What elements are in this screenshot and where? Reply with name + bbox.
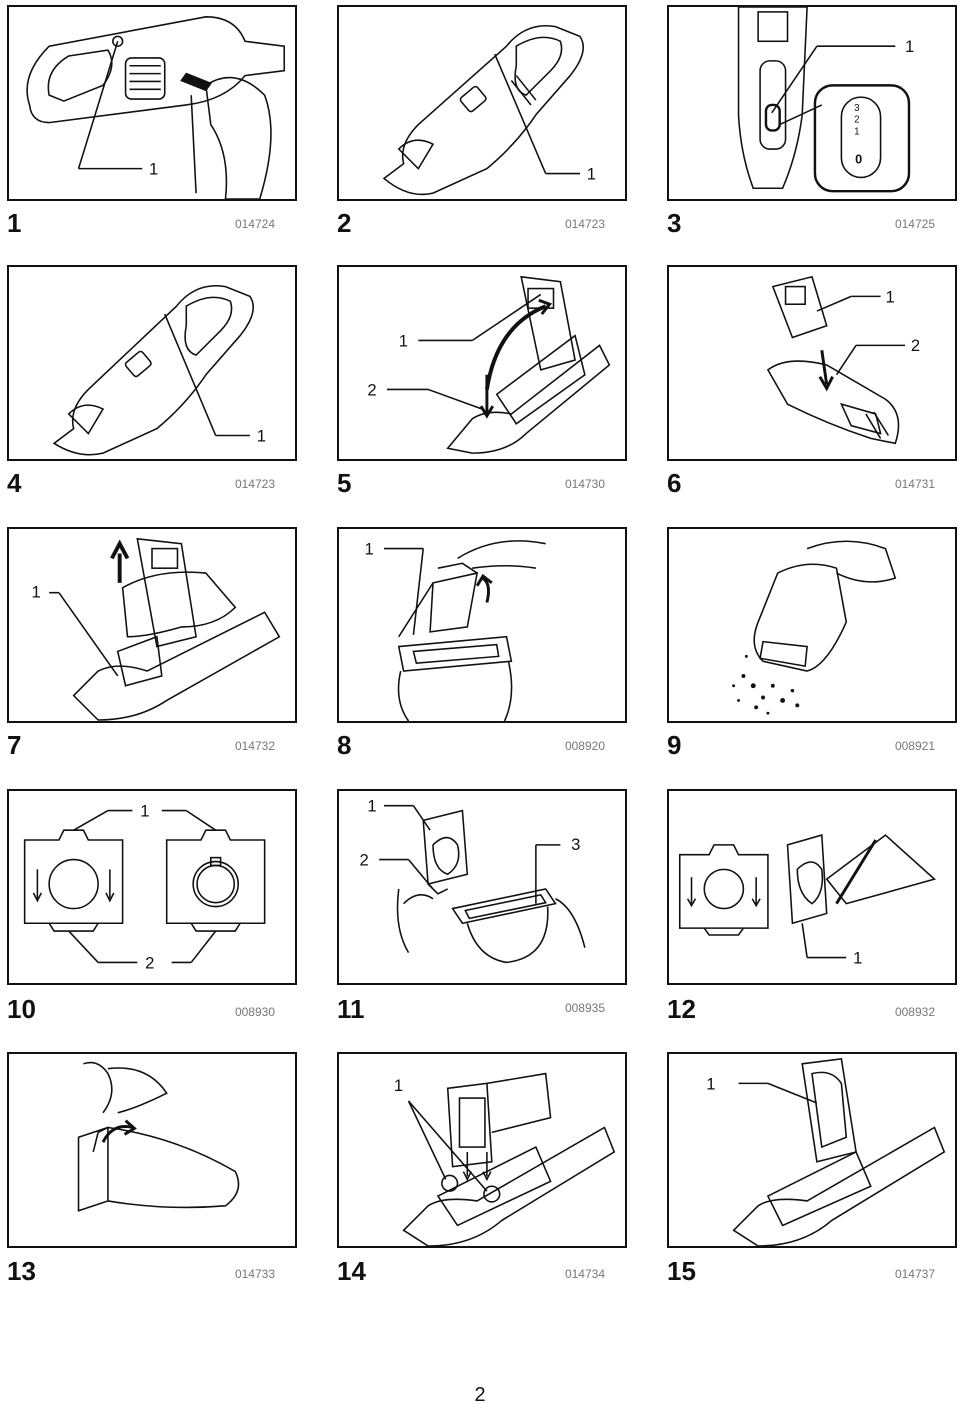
figure-6-callout-2: 2 bbox=[911, 336, 920, 355]
figure-13-panel bbox=[7, 1052, 297, 1248]
switch-label-1: 1 bbox=[854, 126, 859, 137]
figure-6-number: 6 bbox=[667, 468, 682, 498]
figure-2-code: 014723 bbox=[564, 217, 605, 231]
figure-7-illustration: 1 bbox=[32, 537, 281, 721]
figure-11-code: 008935 bbox=[564, 1001, 605, 1015]
switch-label-3: 3 bbox=[854, 103, 860, 114]
figure-13-illustration bbox=[77, 1061, 240, 1212]
figure-15-panel: 1 bbox=[667, 1052, 957, 1248]
page-number: 2 bbox=[474, 1384, 486, 1406]
figure-6-panel: 1 2 bbox=[667, 265, 957, 461]
figure-5-code: 014730 bbox=[564, 477, 605, 491]
figure-10-callout-2: 2 bbox=[145, 953, 154, 972]
figure-11-callout-1: 1 bbox=[367, 797, 376, 816]
figure-10-illustration: 1 2 bbox=[23, 801, 266, 972]
figure-4-panel: 1 bbox=[7, 265, 297, 461]
figure-10-code: 008930 bbox=[234, 1005, 275, 1019]
figure-6-callout-1: 1 bbox=[885, 287, 894, 306]
figure-9-code: 008921 bbox=[894, 739, 935, 753]
figure-9-panel bbox=[667, 527, 957, 723]
figure-11-callout-3: 3 bbox=[571, 835, 580, 854]
figure-8-code: 008920 bbox=[564, 739, 605, 753]
figure-4-code: 014723 bbox=[234, 477, 275, 491]
figure-12-number: 12 bbox=[667, 994, 696, 1024]
figure-1-number: 1 bbox=[7, 208, 22, 238]
figure-14-callout: 1 bbox=[394, 1076, 403, 1095]
figure-7-callout: 1 bbox=[32, 583, 41, 602]
figure-7-panel: 1 bbox=[7, 527, 297, 723]
figure-8-callout: 1 bbox=[364, 539, 373, 558]
figure-10-callout-1: 1 bbox=[140, 801, 149, 820]
figure-5-illustration: 1 2 bbox=[367, 275, 611, 454]
figure-1-illustration: 1 bbox=[26, 16, 286, 199]
figure-1-code: 014724 bbox=[234, 217, 275, 231]
figure-3-illustration: 1 3 2 1 0 bbox=[737, 7, 914, 193]
figure-11-panel: 1 2 3 bbox=[337, 789, 627, 985]
figure-13-code: 014733 bbox=[234, 1267, 275, 1281]
figure-8-panel: 1 bbox=[337, 527, 627, 723]
figure-14-illustration: 1 bbox=[394, 1072, 616, 1246]
figure-11-illustration: 1 2 3 bbox=[360, 797, 586, 964]
switch-label-0: 0 bbox=[855, 152, 862, 167]
figure-3-panel: 1 3 2 1 0 bbox=[667, 5, 957, 201]
switch-label-2: 2 bbox=[854, 115, 859, 126]
figure-5-number: 5 bbox=[337, 468, 352, 498]
figure-3-number: 3 bbox=[667, 208, 682, 238]
figure-14-code: 014734 bbox=[564, 1267, 605, 1281]
figure-2-panel: 1 bbox=[337, 5, 627, 201]
figure-7-code: 014732 bbox=[234, 739, 275, 753]
figure-8-illustration: 1 bbox=[364, 539, 546, 721]
figure-15-illustration: 1 bbox=[706, 1058, 946, 1246]
figure-12-callout: 1 bbox=[853, 948, 862, 967]
figure-14-panel: 1 bbox=[337, 1052, 627, 1248]
figure-9-number: 9 bbox=[667, 730, 682, 760]
figure-4-illustration: 1 bbox=[52, 285, 266, 456]
figure-15-number: 15 bbox=[667, 1256, 696, 1286]
figure-9-illustration bbox=[732, 540, 897, 715]
figure-15-code: 014737 bbox=[894, 1267, 935, 1281]
figure-7-number: 7 bbox=[7, 730, 22, 760]
figure-3-code: 014725 bbox=[894, 217, 935, 231]
figure-2-number: 2 bbox=[337, 208, 352, 238]
figure-12-code: 008932 bbox=[894, 1005, 935, 1019]
figure-10-number: 10 bbox=[7, 994, 36, 1024]
figure-4-number: 4 bbox=[7, 468, 22, 498]
figure-15-callout: 1 bbox=[706, 1074, 715, 1093]
figure-8-number: 8 bbox=[337, 730, 352, 760]
figure-12-illustration: 1 bbox=[678, 834, 937, 967]
figure-11-number: 11 bbox=[337, 994, 365, 1024]
figure-6-illustration: 1 2 bbox=[766, 275, 920, 445]
figure-14-number: 14 bbox=[337, 1256, 366, 1286]
figure-11-callout-2: 2 bbox=[360, 850, 369, 869]
figure-10-panel: 1 2 bbox=[7, 789, 297, 985]
figure-5-panel: 1 2 bbox=[337, 265, 627, 461]
figure-3-callout: 1 bbox=[905, 37, 914, 56]
figure-12-panel: 1 bbox=[667, 789, 957, 985]
figure-13-number: 13 bbox=[7, 1256, 36, 1286]
figure-4-callout: 1 bbox=[257, 426, 266, 445]
figure-2-illustration: 1 bbox=[382, 25, 596, 196]
figure-6-code: 014731 bbox=[894, 477, 935, 491]
figure-5-callout-1: 1 bbox=[399, 331, 408, 350]
figure-1-panel: 1 bbox=[7, 5, 297, 201]
figure-1-callout: 1 bbox=[149, 160, 158, 179]
figure-2-callout: 1 bbox=[587, 164, 596, 183]
figure-5-callout-2: 2 bbox=[367, 380, 376, 399]
